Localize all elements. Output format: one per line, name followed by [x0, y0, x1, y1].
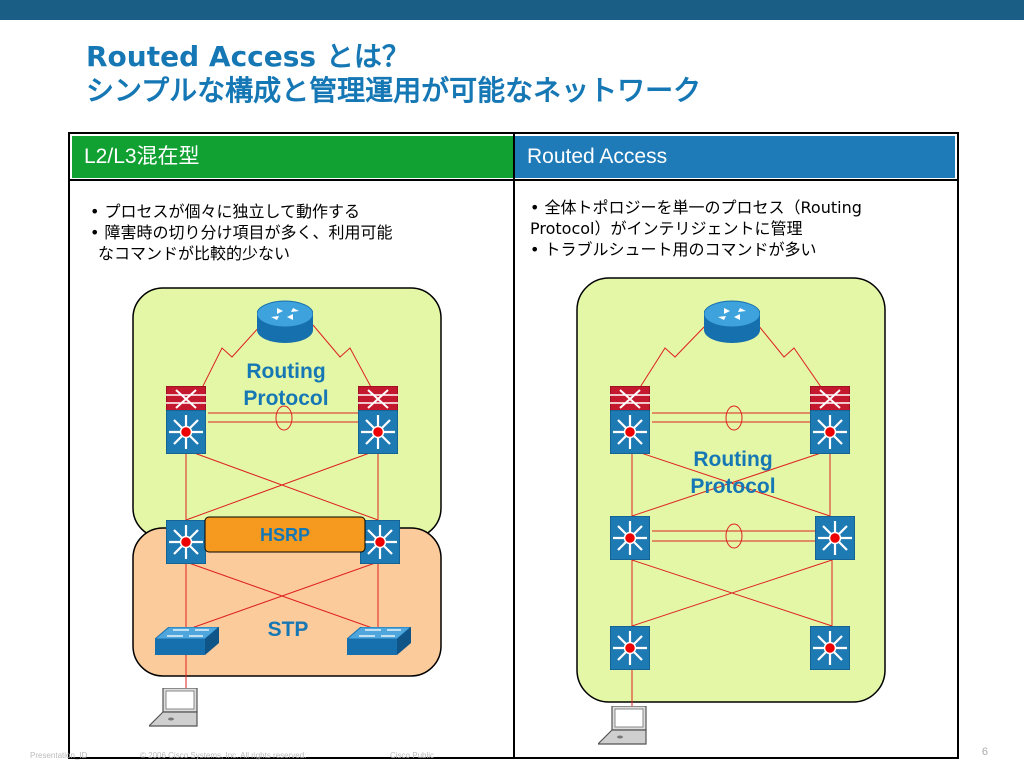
laptop-right-icon — [598, 706, 647, 745]
left-links — [185, 324, 379, 692]
left-bullet-1: • プロセスが個々に独立して動作する — [90, 202, 361, 221]
access-switch-left-1-icon — [155, 627, 219, 655]
footer-presentation-id: Presentation_ID — [30, 751, 88, 760]
l3-switch-right-1-icon — [610, 410, 650, 454]
core-router-right-icon — [704, 300, 760, 344]
dist-switch-right-2-icon — [815, 516, 855, 560]
title-line-2: シンプルな構成と管理運用が可能なネットワーク — [86, 74, 702, 107]
footer-public: Cisco Public — [390, 751, 435, 760]
firewall-right-2-icon — [810, 386, 850, 412]
column-divider — [513, 134, 515, 757]
slide-title: Routed Access とは？ シンプルな構成と管理運用が可能なネットワーク — [86, 40, 701, 108]
top-banner — [0, 0, 1024, 20]
core-router-left-icon — [257, 300, 313, 344]
routing-label-right: Routing — [693, 448, 772, 471]
firewall-left-1-icon — [166, 386, 206, 412]
title-line-1: Routed Access とは？ — [86, 40, 410, 73]
left-header: L2/L3混在型 — [72, 136, 513, 178]
stp-label: STP — [268, 618, 309, 641]
comparison-table: L2/L3混在型 Routed Access — [68, 132, 959, 759]
hsrp-box — [204, 516, 366, 553]
hsrp-label: HSRP — [260, 525, 310, 545]
access-switch-right-2-icon — [810, 626, 850, 670]
l3-switch-right-2-icon — [810, 410, 850, 454]
access-switch-left-2-icon — [347, 627, 411, 655]
laptop-left-icon — [149, 688, 198, 727]
l3-switch-left-2-icon — [358, 410, 398, 454]
routing-zone-right — [576, 277, 886, 703]
dist-switch-left-2-icon — [360, 520, 400, 564]
left-bullets: • プロセスが個々に独立して動作する • 障害時の切り分け項目が多く、利用可能 … — [90, 201, 393, 264]
right-bullet-1: • 全体トポロジーを単一のプロセス（Routing — [530, 198, 862, 217]
right-bullets: • 全体トポロジーを単一のプロセス（Routing Protocol）がインテリ… — [530, 197, 960, 260]
right-bullet-2: • トラブルシュート用のコマンドが多い — [530, 240, 817, 259]
protocol-label-left: Protocol — [243, 387, 328, 410]
right-links — [631, 324, 833, 710]
dist-switch-right-1-icon — [610, 516, 650, 560]
routing-label-left: Routing — [246, 360, 325, 383]
page-number: 6 — [981, 746, 988, 758]
left-bullet-2: • 障害時の切り分け項目が多く、利用可能 — [90, 223, 393, 242]
l3-switch-left-1-icon — [166, 410, 206, 454]
right-header: Routed Access — [515, 136, 955, 178]
access-switch-right-1-icon — [610, 626, 650, 670]
left-bullet-2-cont: なコマンドが比較的少ない — [98, 244, 291, 263]
firewall-right-1-icon — [610, 386, 650, 412]
protocol-label-right: Protocol — [690, 475, 775, 498]
footer-copyright: © 2006 Cisco Systems, Inc. All rights re… — [140, 751, 307, 760]
firewall-left-2-icon — [358, 386, 398, 412]
right-bullet-1-cont: Protocol）がインテリジェントに管理 — [530, 219, 803, 238]
dist-switch-left-1-icon — [166, 520, 206, 564]
